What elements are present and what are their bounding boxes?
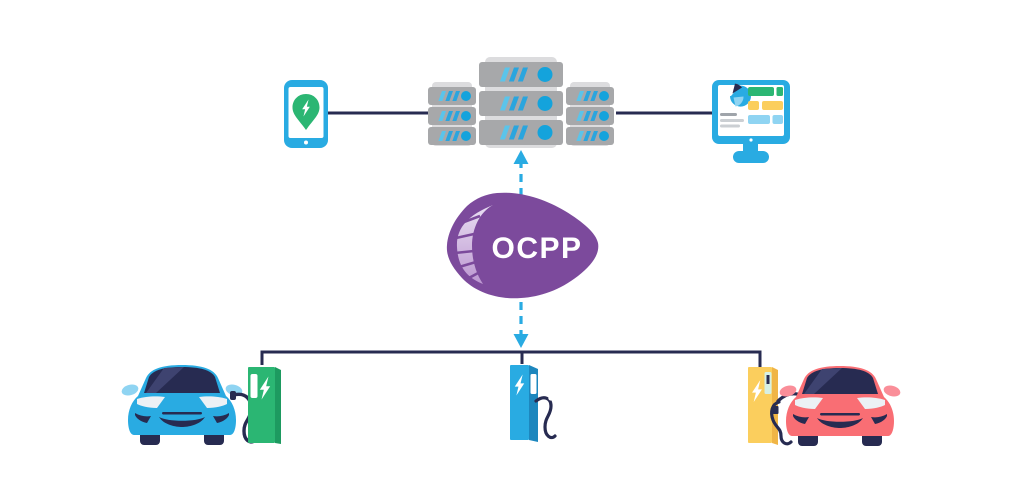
monitor-camera-dot — [749, 138, 753, 142]
ocpp-egg-logo: OCPP — [446, 192, 599, 299]
monitor-base — [733, 151, 769, 163]
station-screen — [530, 374, 537, 394]
station-screen — [250, 374, 258, 398]
charging-cable-center — [534, 396, 557, 440]
dashboard-text-lines — [720, 113, 744, 128]
server-rack-center — [479, 57, 563, 148]
charging-station-yellow-icon — [748, 367, 799, 446]
server-cluster — [428, 57, 614, 148]
server-rack-left — [428, 82, 476, 146]
ocpp-crescent-segments — [454, 214, 481, 281]
charging-cable-right — [770, 400, 793, 446]
electric-car-red-icon — [778, 366, 902, 446]
station-screen-detail — [766, 375, 770, 384]
dashboard-bar-widget-icon — [748, 87, 783, 124]
phone-home-dot — [304, 140, 308, 145]
ocpp-egg-shape — [446, 192, 599, 299]
cable-nozzle — [548, 394, 558, 401]
charging-station-blue-icon — [510, 365, 558, 442]
charging-cable-left — [232, 392, 256, 444]
dashed-arrow-down-icon — [513, 302, 529, 348]
server-rack-right — [566, 82, 614, 146]
dashed-arrow-up-icon — [513, 150, 529, 196]
ev-location-pin-icon — [292, 94, 320, 130]
network-line — [260, 350, 762, 368]
smartphone-icon — [284, 80, 328, 148]
dashboard-monitor-icon — [712, 80, 790, 163]
electric-car-blue-icon — [120, 365, 244, 445]
pie-chart-icon — [729, 83, 751, 107]
charging-station-green-icon — [248, 367, 281, 444]
ocpp-label: OCPP — [491, 232, 582, 265]
